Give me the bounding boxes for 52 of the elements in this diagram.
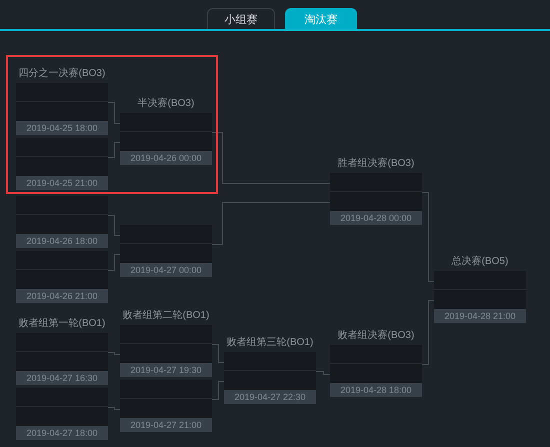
match-card [16,67,108,135]
match-card [330,157,422,225]
match-card [16,317,108,385]
round-title: 败者组第三轮(BO1) [226,336,314,350]
match-time: 2019-04-27 22:30 [224,390,316,404]
match-time: 2019-04-26 21:00 [16,289,108,303]
match-time: 2019-04-28 00:00 [330,211,422,225]
match-card [120,97,212,165]
connector-line [212,344,224,363]
round-title: 败者组第一轮(BO1) [18,317,106,331]
connector-line [212,132,330,184]
match-time: 2019-04-25 21:00 [16,176,108,190]
match-time: 2019-04-27 16:30 [16,371,108,385]
connector-line [108,254,120,271]
connector-line [108,142,120,158]
match-time: 2019-04-26 18:00 [16,234,108,248]
connector-line [422,192,434,282]
connector-line [108,215,120,236]
round-title: 胜者组决赛(BO3) [336,157,416,171]
match-time: 2019-04-28 18:00 [330,383,422,397]
match-card [224,336,316,404]
match-card [16,138,108,190]
match-time: 2019-04-28 21:00 [434,309,526,323]
match-card [330,329,422,397]
match-card [120,309,212,377]
connector-line [108,102,120,124]
connector-line [316,371,330,375]
round-title: 败者组决赛(BO3) [336,329,416,343]
match-time: 2019-04-27 19:30 [120,363,212,377]
match-card [16,251,108,303]
match-card [16,388,108,440]
match-card [120,225,212,277]
highlight-frame [6,55,218,194]
connector-line [212,381,224,400]
match-time: 2019-04-27 18:00 [16,426,108,440]
match-time: 2019-04-27 00:00 [120,263,212,277]
connector-line [422,300,434,365]
match-time: 2019-04-25 18:00 [16,121,108,135]
match-card [16,196,108,248]
connector-line [108,352,120,355]
match-card [434,255,526,323]
round-title: 总决赛(BO5) [450,255,510,269]
match-time: 2019-04-26 00:00 [120,151,212,165]
connector-line [108,407,120,410]
selected-tab: 淘汰赛 [285,8,357,29]
match-time: 2019-04-27 21:00 [120,418,212,432]
round-title: 半决赛(BO3) [136,97,196,111]
tab: 小组赛 [207,8,275,29]
round-title: 四分之一决赛(BO3) [18,67,106,81]
round-title: 败者组第二轮(BO1) [122,309,210,323]
match-card [120,380,212,432]
connector-line [212,202,330,245]
